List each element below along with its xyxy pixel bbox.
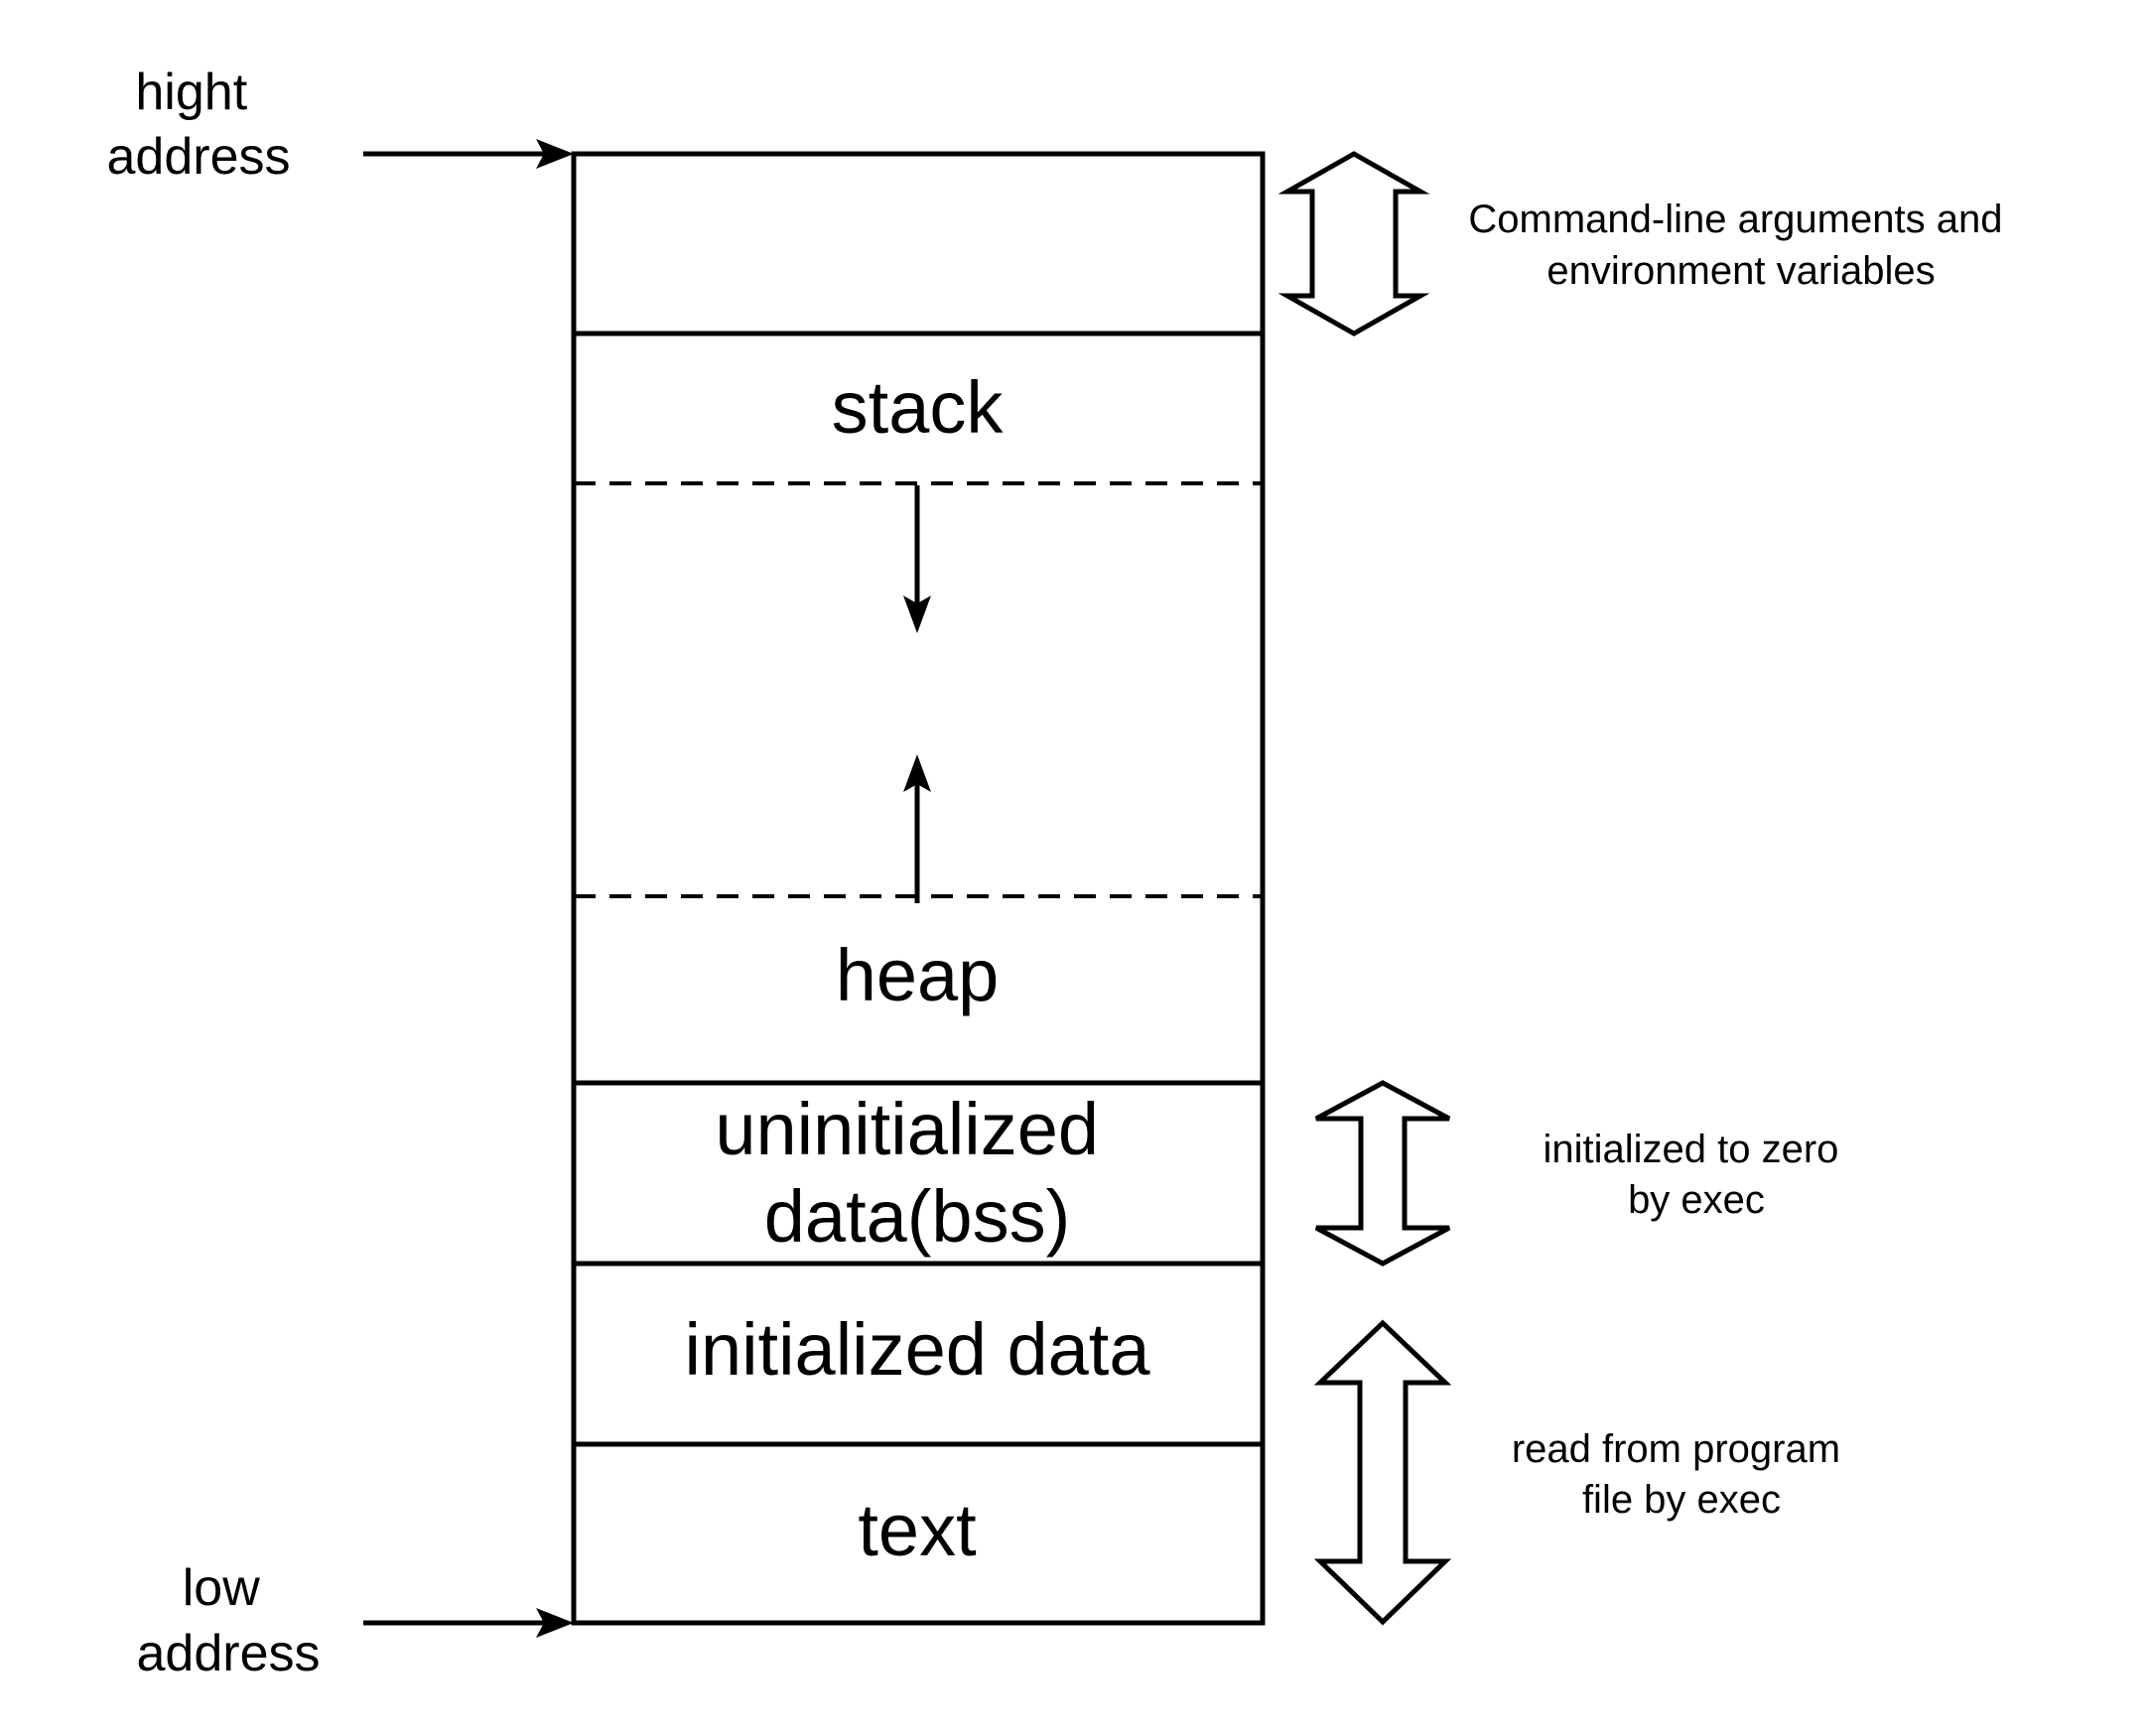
args-env-annotation: Command-line arguments and environment v… <box>1468 198 2013 293</box>
low-address-label: low address <box>137 1559 321 1682</box>
program-file-double-arrow <box>1313 1319 1452 1626</box>
low-address-arrow <box>363 1608 574 1638</box>
args-env-double-arrow <box>1277 151 1430 336</box>
bss-double-arrow <box>1314 1080 1451 1267</box>
high-address-label: hight address <box>107 64 291 186</box>
bss-label: uninitialized data(bss) <box>715 1088 1119 1258</box>
stack-growth-arrow <box>903 485 931 633</box>
memory-block-outline <box>571 151 1266 1626</box>
stack-label: stack <box>832 366 1005 449</box>
heap-label: heap <box>836 934 1000 1016</box>
high-address-arrow <box>363 139 574 169</box>
text-segment-label: text <box>858 1489 977 1571</box>
zero-init-annotation: initialized to zero by exec <box>1543 1128 1849 1222</box>
heap-growth-arrow <box>903 754 931 903</box>
read-from-file-annotation: read from program file by exec <box>1512 1427 1851 1522</box>
initialized-data-label: initialized data <box>685 1308 1151 1391</box>
